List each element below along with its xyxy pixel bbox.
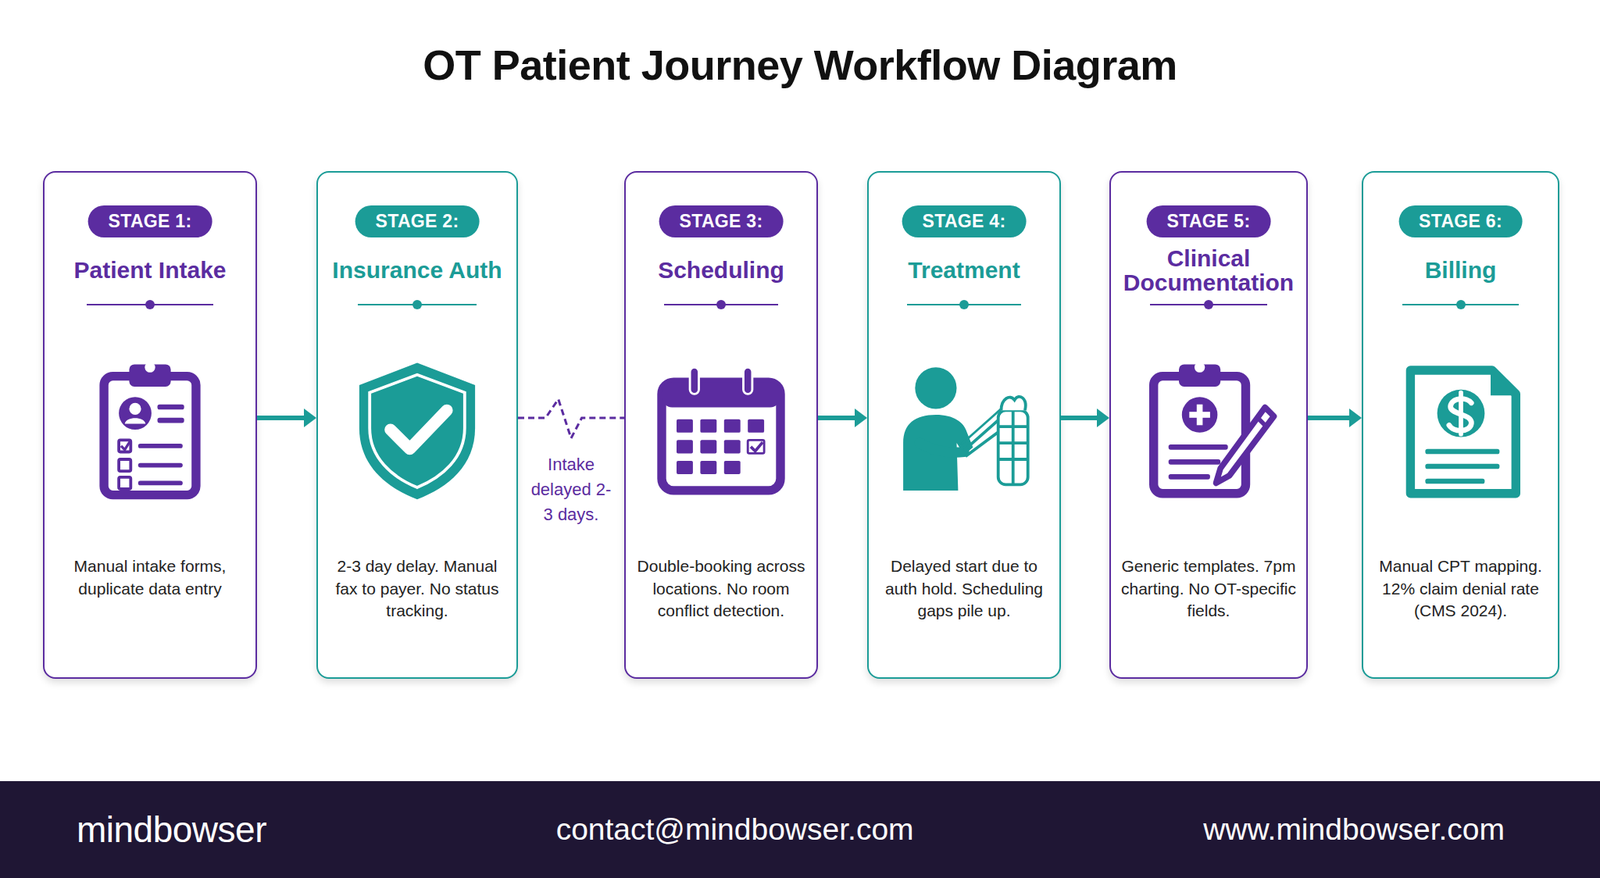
shield-icon — [342, 355, 492, 504]
flow-arrow — [1060, 408, 1110, 428]
title-divider — [357, 303, 477, 306]
delay-connector — [517, 399, 625, 439]
flow-arrow — [1307, 408, 1362, 428]
flow-arrow — [257, 408, 317, 428]
badge-text: STAGE 1: — [108, 210, 193, 232]
arrow-head — [854, 408, 868, 428]
connector-line — [517, 399, 625, 439]
flow-arrow — [817, 408, 868, 428]
connector-line — [817, 415, 857, 421]
pain-point-text: 2-3 day delay. Manual fax to payer. No s… — [327, 555, 508, 623]
footer-band: mindbowser contact@mindbowser.com www.mind… — [0, 781, 1600, 878]
title-divider — [664, 303, 779, 306]
stage-title-text: Patient Intake — [73, 257, 226, 283]
calendar-icon — [646, 355, 796, 504]
stage-badge: STAGE 6: — [1398, 205, 1523, 238]
badge-text: STAGE 6: — [1418, 210, 1503, 232]
arrow-head — [303, 408, 317, 428]
stage-title: Treatment — [873, 244, 1055, 297]
stage-card: Patient IntakeManual intake forms, dupli… — [42, 171, 258, 679]
stage-card: TreatmentDelayed start due to auth hold.… — [867, 171, 1061, 679]
divider-dot — [1203, 300, 1214, 310]
stage-card: BillingManual CPT mapping. 12% claim den… — [1361, 171, 1560, 679]
title-divider — [86, 303, 214, 306]
stage-title-text: Insurance Auth — [332, 257, 502, 283]
stage-title-text: Billing — [1425, 257, 1497, 283]
therapy-icon — [889, 355, 1039, 504]
divider-dot — [145, 300, 155, 310]
pain-point-text: Generic templates. 7pm charting. No OT-s… — [1120, 555, 1297, 623]
divider-dot — [959, 300, 969, 310]
stage-title: Billing — [1367, 244, 1554, 297]
stage-badge: STAGE 4: — [902, 205, 1027, 238]
badge-text: STAGE 4: — [922, 210, 1007, 232]
divider-dot — [1456, 300, 1466, 310]
stage-card: Clinical DocumentationGeneric templates.… — [1109, 171, 1308, 679]
divider-dot — [716, 300, 726, 310]
connector-line — [1060, 415, 1099, 421]
stage-card: Insurance Auth 2-3 day delay. Manual fax … — [316, 171, 518, 679]
badge-text: STAGE 2: — [375, 210, 460, 232]
arrow-head — [1096, 408, 1110, 428]
badge-text: STAGE 5: — [1167, 210, 1251, 232]
invoice-icon — [1386, 355, 1536, 504]
title-divider — [907, 303, 1022, 306]
stage-card: SchedulingDouble-booking across location… — [624, 171, 818, 679]
stage-title-text: Scheduling — [657, 257, 785, 283]
stage-badge: STAGE 3: — [659, 205, 784, 238]
pain-point-text: Double-booking across locations. No room… — [635, 555, 808, 623]
title-divider — [1150, 303, 1268, 306]
arrow-head — [1349, 408, 1362, 428]
pain-point-text: Delayed start due to auth hold. Scheduli… — [878, 555, 1050, 623]
stage-title-text: Treatment — [907, 257, 1020, 283]
stage-title: Patient Intake — [49, 244, 251, 297]
documentation-icon — [1134, 355, 1283, 504]
brand-logo: mindbowser — [76, 808, 267, 851]
contact-text: www.mindbowser.com — [1203, 812, 1505, 847]
connector-line — [257, 415, 306, 421]
diagram-title: OT Patient Journey Workflow Diagram — [0, 40, 1600, 90]
contact-text: contact@mindbowser.com — [556, 812, 915, 847]
stage-title: Clinical Documentation — [1115, 244, 1302, 297]
stage-badge: STAGE 1: — [88, 205, 213, 238]
pain-point-text: Manual intake forms, duplicate data entr… — [53, 555, 247, 600]
stage-badge: STAGE 2: — [355, 205, 480, 238]
delay-label: Intake delayed 2-3 days. — [527, 452, 615, 528]
stage-title-text: Clinical Documentation — [1115, 246, 1302, 296]
divider-dot — [412, 300, 422, 310]
clipboard-icon — [75, 355, 225, 504]
badge-text: STAGE 3: — [679, 210, 764, 232]
pain-point-text: Manual CPT mapping. 12% claim denial rat… — [1372, 555, 1549, 623]
stage-title: Scheduling — [630, 244, 812, 297]
stage-badge: STAGE 5: — [1146, 205, 1272, 238]
stage-title: Insurance Auth — [322, 244, 512, 297]
title-divider — [1402, 303, 1519, 306]
connector-line — [1307, 415, 1351, 421]
